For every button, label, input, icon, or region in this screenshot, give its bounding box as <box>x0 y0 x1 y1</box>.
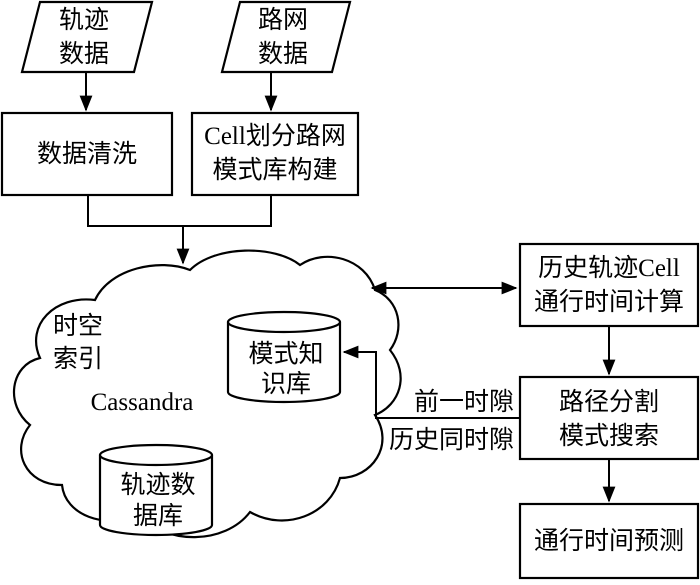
road-network-data-line2: 数据 <box>258 39 308 68</box>
time-predict-label: 通行时间预测 <box>534 526 684 555</box>
data-cleaning-label: 数据清洗 <box>37 139 137 168</box>
cell-partition-line1: Cell划分路网 <box>204 122 346 150</box>
cassandra-label: Cassandra <box>91 389 194 416</box>
trajectory-data-line1: 轨迹 <box>59 5 109 34</box>
traj-db-line2: 据库 <box>133 501 183 530</box>
path-search-line2: 模式搜索 <box>559 421 659 450</box>
data-cleaning-box: 数据清洗 <box>0 111 174 197</box>
history-calc-line1: 历史轨迹Cell <box>538 254 680 282</box>
label-history-same-slot: 历史同时隙 <box>389 425 514 454</box>
pattern-knowledge-db: 模式知 识库 <box>226 310 342 404</box>
time-predict-box: 通行时间预测 <box>518 502 700 580</box>
pattern-db-line2: 识库 <box>261 369 311 398</box>
traj-db-line1: 轨迹数 <box>120 470 195 499</box>
trajectory-data-line2: 数据 <box>59 39 109 68</box>
spatial-index-line2: 索引 <box>53 344 103 373</box>
label-previous-slot: 前一时隙 <box>414 387 514 416</box>
merge-connector <box>87 195 272 227</box>
cell-partition-box: Cell划分路网 模式库构建 <box>190 111 360 197</box>
path-search-line1: 路径分割 <box>559 387 659 416</box>
path-search-box: 路径分割 模式搜索 <box>518 375 700 461</box>
spatial-index-line1: 时空 <box>53 311 103 340</box>
arrow-search-to-pattern-db <box>342 345 520 419</box>
road-network-data-line1: 路网 <box>258 5 308 34</box>
history-calc-line2: 通行时间计算 <box>534 287 684 316</box>
cell-partition-line2: 模式库构建 <box>212 155 337 184</box>
road-network-data-input: 路网 数据 <box>220 0 352 74</box>
trajectory-data-input: 轨迹 数据 <box>20 0 154 74</box>
history-calc-box: 历史轨迹Cell 通行时间计算 <box>518 242 700 328</box>
trajectory-db: 轨迹数 据库 <box>98 443 214 537</box>
pattern-db-line1: 模式知 <box>248 339 323 368</box>
